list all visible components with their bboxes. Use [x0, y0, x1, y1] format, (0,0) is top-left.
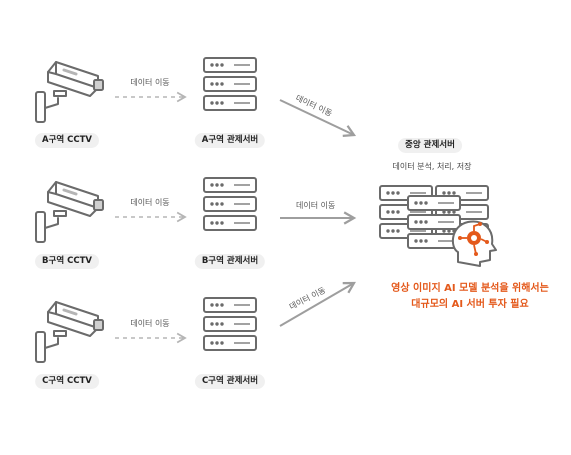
server-label-a: A구역 관제서버: [194, 133, 266, 148]
solid-arrow: [279, 99, 357, 137]
solid-arrow: [279, 281, 356, 327]
server-rack-icon: [203, 177, 257, 231]
camera-label-a: A구역 CCTV: [34, 133, 100, 148]
server-label-c: C구역 관제서버: [194, 374, 266, 389]
transfer-label-a: 데이터 이동: [130, 78, 170, 87]
cctv-camera-icon: [34, 300, 105, 364]
investment-note-line2: 대규모의 AI 서버 투자 필요: [411, 299, 529, 310]
ai-head-icon: [451, 220, 497, 267]
cctv-camera-icon: [34, 60, 105, 124]
server-rack-icon: [203, 57, 257, 111]
camera-label-c: C구역 CCTV: [35, 374, 99, 389]
server-rack-icon: [203, 297, 257, 351]
transfer-label-b: 데이터 이동: [130, 198, 170, 207]
investment-note-line1: 영상 이미지 AI 모델 분석을 위해서는: [391, 283, 549, 294]
camera-label-b: B구역 CCTV: [35, 254, 99, 269]
central-transfer-label-middle: 데이터 이동: [296, 201, 336, 210]
server-label-b: B구역 관제서버: [194, 254, 266, 269]
transfer-label-c: 데이터 이동: [130, 319, 170, 328]
cctv-camera-icon: [34, 180, 105, 244]
central-server-subtitle: 데이터 분석, 처리, 저장: [392, 162, 472, 171]
central-server-title: 중앙 관제서버: [398, 138, 462, 153]
investment-note: 영상 이미지 AI 모델 분석을 위해서는 대규모의 AI 서버 투자 필요: [391, 281, 549, 313]
